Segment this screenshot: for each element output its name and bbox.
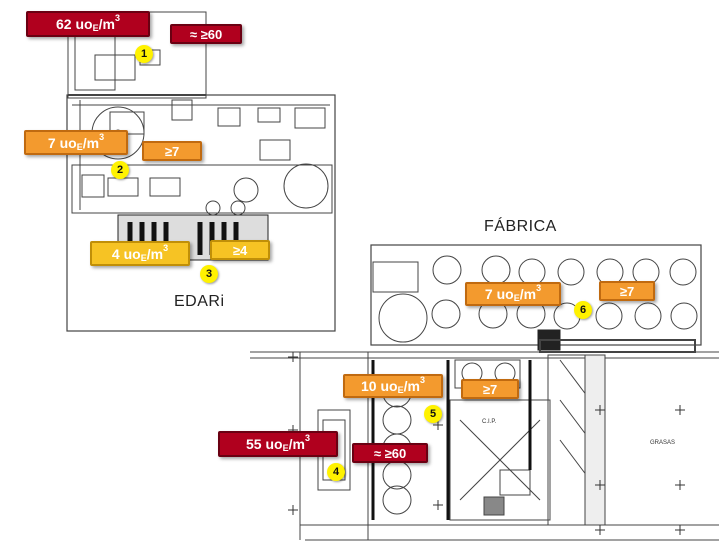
edari-label: EDARi — [174, 293, 225, 310]
cip-label: C.I.P. — [482, 419, 497, 425]
threshold-badge-point-3: ≥4 — [210, 240, 270, 260]
marker-point-3[interactable]: 3 — [200, 265, 218, 283]
threshold-badge-point-2: ≥7 — [142, 141, 202, 161]
fabrica-outline — [370, 244, 702, 346]
threshold-badge-point-1: ≈ ≥60 — [170, 24, 242, 44]
fabrica-label: FÁBRICA — [484, 218, 557, 235]
marker-point-6[interactable]: 6 — [574, 301, 592, 319]
marker-point-1[interactable]: 1 — [135, 45, 153, 63]
edari-tank-3 — [283, 163, 329, 209]
edari-tank-2 — [233, 177, 259, 203]
marker-point-2[interactable]: 2 — [111, 161, 129, 179]
threshold-badge-point-4: ≈ ≥60 — [352, 443, 428, 463]
marker-point-5[interactable]: 5 — [424, 405, 442, 423]
threshold-badge-point-6: ≥7 — [599, 281, 655, 301]
threshold-badge-point-5: ≥7 — [461, 379, 519, 399]
marker-point-4[interactable]: 4 — [327, 463, 345, 481]
grasas-label: GRASAS — [650, 440, 676, 446]
